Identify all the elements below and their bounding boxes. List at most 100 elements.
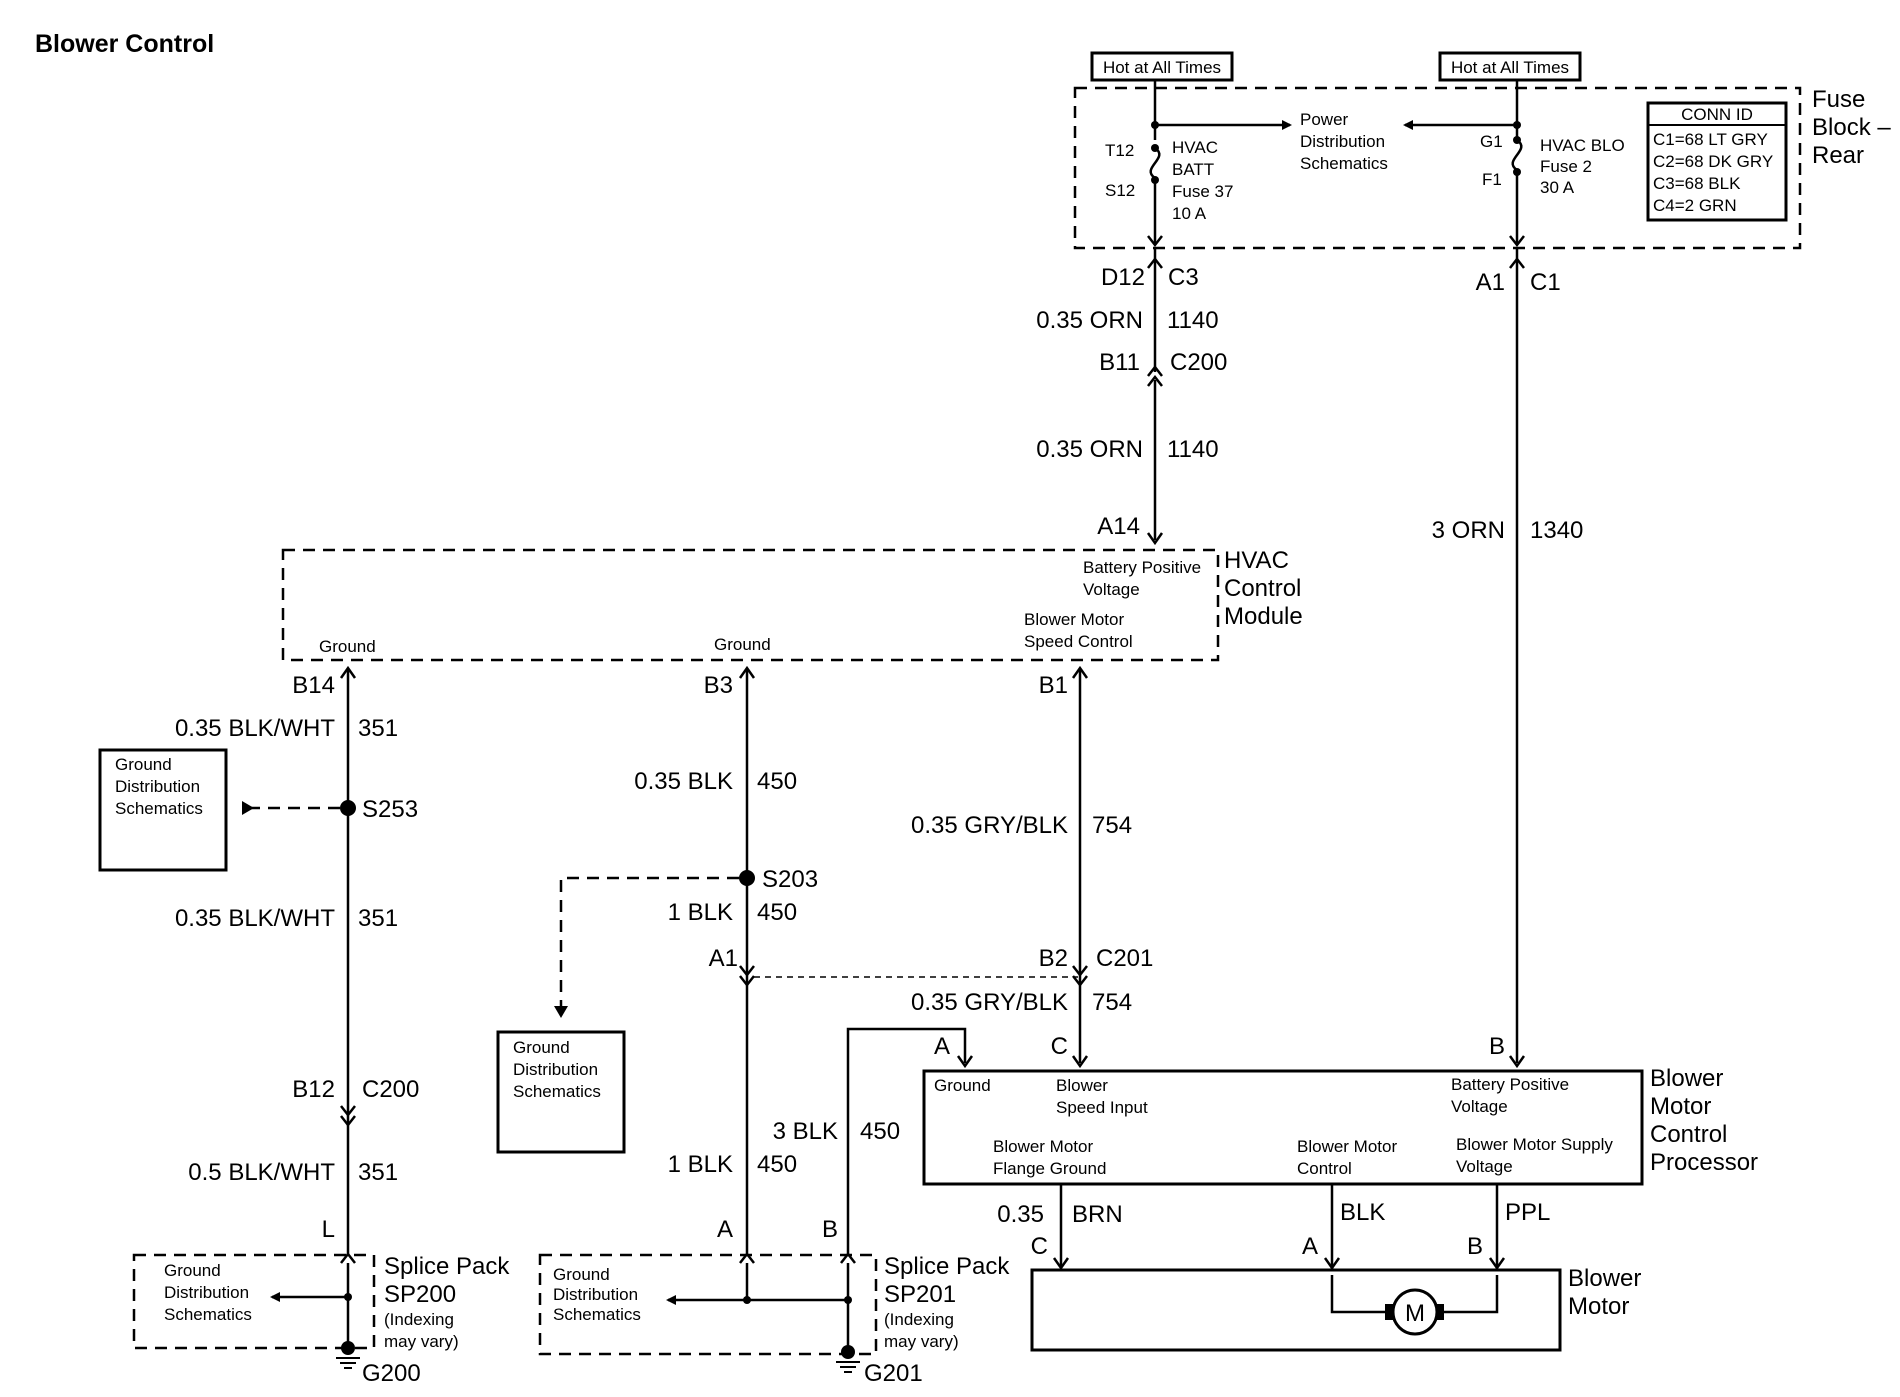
proc-name-2: Motor [1650,1093,1711,1120]
pds-label-2: Distribution [1300,132,1385,151]
blower-motor: Blower Motor M [1030,1265,1641,1352]
sp201-gd-l3: Schematics [553,1305,641,1324]
conn-id-c2: C2=68 DK GRY [1653,152,1773,171]
splice-s203 [739,870,755,886]
sp200-label-2: SP200 [384,1281,456,1308]
proc-name-1: Blower [1650,1065,1723,1092]
conn-b14: B14 [292,672,335,699]
fuse37-pin-out: S12 [1105,181,1135,200]
conn-c-proc: C [1051,1033,1068,1060]
proc-name-4: Processor [1650,1149,1758,1176]
hvac-speed-label-2: Speed Control [1024,632,1133,651]
conn-a-proc: A [934,1033,950,1060]
motor-name-1: Blower [1568,1265,1641,1292]
splice-s253 [340,800,356,816]
hvac-batt-label-1: Battery Positive [1083,558,1201,577]
conn-b2: B2 [1039,945,1068,972]
splice-pack-sp200: Ground Distribution Schematics Splice Pa… [132,1253,510,1387]
wire-brn-color: BRN [1072,1201,1123,1228]
ground-dist-2-l2: Distribution [513,1060,598,1079]
wire-351: B14 0.35 BLK/WHT 351 S253 0.35 BLK/WHT 3… [175,665,419,1264]
fuse37-label-4: 10 A [1172,204,1207,223]
wire-blk2-circuit: 450 [757,899,797,926]
motor-symbol [1391,1288,1439,1336]
wire-450: B3 0.35 BLK 450 S203 1 BLK 450 A1 1 BLK … [554,665,1078,1264]
hvac-name-3: Module [1224,603,1303,630]
wire-brn-size: 0.35 [997,1201,1044,1228]
sp200-gd-l2: Distribution [164,1283,249,1302]
sp201-gd-l2: Distribution [553,1285,638,1304]
hot-box-2 [1438,51,1582,82]
sp201-label-2: SP201 [884,1281,956,1308]
wire-orn2-circuit: 1140 [1167,436,1219,463]
wire-bw2-size: 0.35 BLK/WHT [175,905,335,932]
hot-label-1: Hot at All Times [1103,58,1221,77]
ground-dist-2-l1: Ground [513,1038,570,1057]
fuse-block-name-3: Rear [1812,142,1864,169]
conn-a-motor: A [1302,1233,1318,1260]
wire-blk2-size: 1 BLK [668,899,733,926]
wire-bw3-circuit: 351 [358,1159,398,1186]
sp200-label-1: Splice Pack [384,1253,510,1280]
wire-1340: A1 C1 3 ORN 1340 B [1432,248,1583,1069]
conn-a1-mid: A1 [709,945,738,972]
wire-bw1-size: 0.35 BLK/WHT [175,715,335,742]
proc-speed-1: Blower [1056,1076,1108,1095]
wire-orn3-circuit: 1340 [1530,517,1583,544]
wire-bw3-size: 0.5 BLK/WHT [188,1159,335,1186]
fuse37-pin-in: T12 [1105,141,1134,160]
conn-a14: A14 [1097,513,1140,540]
diagram-title: Blower Control [35,30,214,58]
hot-box-1 [1090,51,1234,82]
fuse-block: Fuse Block – Rear Hot at All Times Hot a… [1073,51,1891,250]
sp200-gd-l1: Ground [164,1261,221,1280]
hvac-speed-label-1: Blower Motor [1024,610,1124,629]
conn-c200-top: C200 [1170,349,1227,376]
proc-name-3: Control [1650,1121,1727,1148]
conn-c3: C3 [1168,264,1199,291]
sp200-gd-l3: Schematics [164,1305,252,1324]
sp201-label-3: (Indexing [884,1310,954,1329]
fuse37-label-2: BATT [1172,160,1214,179]
conn-a1-top: A1 [1476,269,1505,296]
fuse-37-symbol [1149,146,1161,180]
fuse2-label-1: HVAC BLO [1540,136,1625,155]
wire-bw1-circuit: 351 [358,715,398,742]
motor-symbol-label: M [1405,1300,1425,1327]
proc-ctrl-2: Control [1297,1159,1352,1178]
conn-id-c3: C3=68 BLK [1653,174,1741,193]
hvac-ground-1: Ground [319,637,376,656]
wire-bw2-circuit: 351 [358,905,398,932]
sp201-gd-l1: Ground [553,1265,610,1284]
ground-dist-1-l2: Distribution [115,777,200,796]
ground-dist-1-l1: Ground [115,755,172,774]
wire-blk1-size: 0.35 BLK [634,768,733,795]
wire-orn1-circuit: 1140 [1167,307,1219,334]
blower-motor-control-processor: Blower Motor Control Processor Ground Bl… [922,1065,1758,1186]
wire-754: B1 0.35 GRY/BLK 754 B2 C201 0.35 GRY/BLK… [911,665,1153,1069]
fuse2-label-2: Fuse 2 [1540,157,1592,176]
proc-batt-1: Battery Positive [1451,1075,1569,1094]
ground-dist-box-1: Ground Distribution Schematics [98,748,228,872]
conn-b1: B1 [1039,672,1068,699]
ground-dist-box-2: Ground Distribution Schematics [496,1030,626,1154]
wire-ppl: PPL [1505,1199,1550,1226]
proc-flange-1: Blower Motor [993,1137,1093,1156]
conn-b-sp201: B [822,1216,838,1243]
ground-g200: G200 [362,1360,421,1387]
proc-speed-2: Speed Input [1056,1098,1148,1117]
wire-orn1-size: 0.35 ORN [1036,307,1143,334]
wire-blk-motor: BLK [1340,1199,1385,1226]
wire-1140: D12 C3 0.35 ORN 1140 B11 C200 0.35 ORN 1… [1036,248,1227,546]
fuse37-label-1: HVAC [1172,138,1218,157]
motor-name-2: Motor [1568,1293,1629,1320]
splice-pack-sp201: Ground Distribution Schematics Splice Pa… [538,1253,1010,1387]
fuse-block-outline [1073,86,1802,250]
conn-b11: B11 [1099,349,1140,376]
ground-dist-1-l3: Schematics [115,799,203,818]
conn-id-title: CONN ID [1681,105,1753,124]
hvac-ground-2: Ground [714,635,771,654]
wire-orn2-size: 0.35 ORN [1036,436,1143,463]
sp201-label-4: may vary) [884,1332,959,1351]
splice-s253-label: S253 [362,796,418,823]
